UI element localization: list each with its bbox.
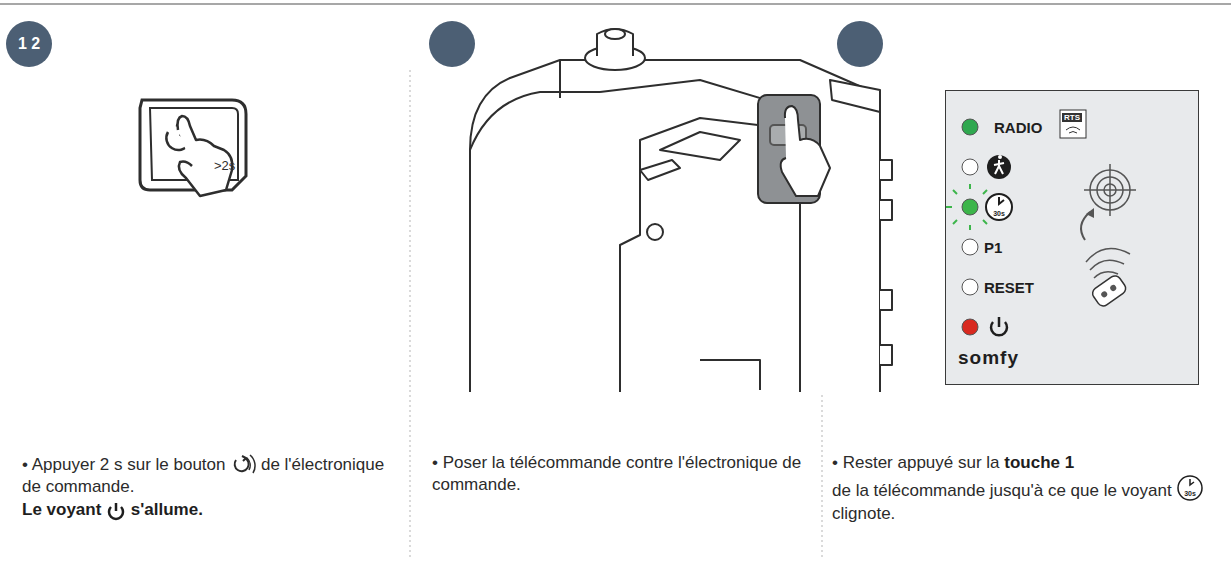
- step-circle: 1 2: [6, 21, 52, 67]
- divider: [410, 70, 411, 560]
- caption-text: • Rester appuyé sur la: [832, 453, 1000, 472]
- power-symbol: [106, 501, 126, 521]
- step-circle: [429, 21, 475, 67]
- caption-bold: Le voyant: [22, 500, 101, 519]
- caption-text: de la télécommande jusqu'à ce que le voy…: [832, 481, 1172, 500]
- time-label: 30s: [993, 210, 1005, 217]
- clock-symbol: 30s: [1176, 474, 1204, 502]
- node-text: P1: [984, 239, 1002, 256]
- caption-text: • Appuyer 2 s sur le bouton: [22, 455, 225, 474]
- caption-text: clignote.: [832, 504, 895, 523]
- button-symbol: [230, 452, 256, 476]
- node-text: 1 2: [18, 35, 40, 53]
- control-unit: [470, 29, 892, 392]
- led-panel: RADIO RTS P1RESET somfy: [945, 90, 1199, 385]
- step-circle: [837, 21, 883, 67]
- node-text: somfy: [958, 347, 1019, 369]
- caption-bold: s'allume.: [131, 500, 203, 519]
- frame-line: [0, 3, 1231, 5]
- time-label: >2s: [214, 158, 236, 173]
- node-text: RTS: [1062, 113, 1082, 122]
- led-panel: 30s: [946, 91, 1198, 384]
- caption: • Rester appuyé sur la touche 1 de la té…: [832, 452, 1217, 525]
- node-text: RESET: [984, 279, 1034, 296]
- time-label: 30s: [1185, 490, 1197, 497]
- caption-text: • Poser la télécommande contre l'électro…: [432, 453, 801, 494]
- caption: • Appuyer 2 s sur le bouton de l'électro…: [22, 452, 392, 521]
- caption: • Poser la télécommande contre l'électro…: [432, 452, 812, 497]
- node-text: RADIO: [994, 119, 1042, 136]
- caption-bold: touche 1: [1004, 453, 1074, 472]
- button-icon: >2s: [140, 100, 246, 196]
